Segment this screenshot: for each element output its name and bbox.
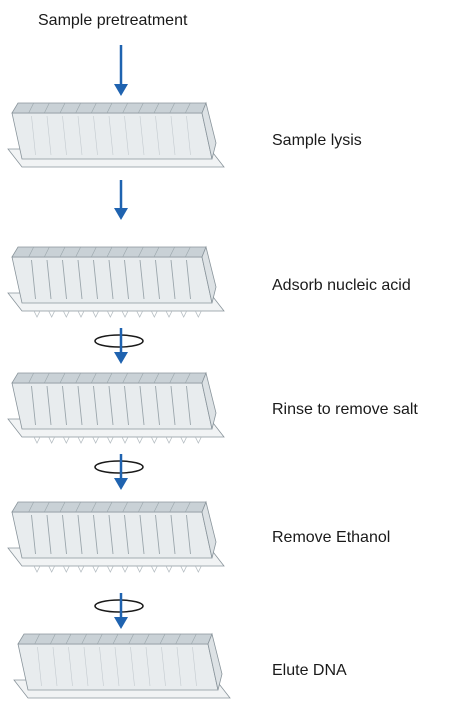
diagram-title: Sample pretreatment <box>38 12 188 29</box>
step-label-rinse: Rinse to remove salt <box>272 401 418 418</box>
arrow-to-adsorb <box>114 180 128 220</box>
step-label-sample-lysis: Sample lysis <box>272 132 362 149</box>
plate-1 <box>7 101 225 168</box>
step-label-elute: Elute DNA <box>272 662 347 679</box>
spin-arrow-2 <box>94 454 144 490</box>
spin-arrow-1 <box>94 328 144 364</box>
plate-3 <box>7 371 225 444</box>
arrow-to-lysis <box>114 45 128 96</box>
plate-2 <box>7 245 225 318</box>
plate-5 <box>13 632 231 699</box>
step-label-remove-ethanol: Remove Ethanol <box>272 529 391 546</box>
spin-arrow-3 <box>94 593 144 629</box>
plate-4 <box>7 500 225 573</box>
step-label-adsorb: Adsorb nucleic acid <box>272 277 411 294</box>
